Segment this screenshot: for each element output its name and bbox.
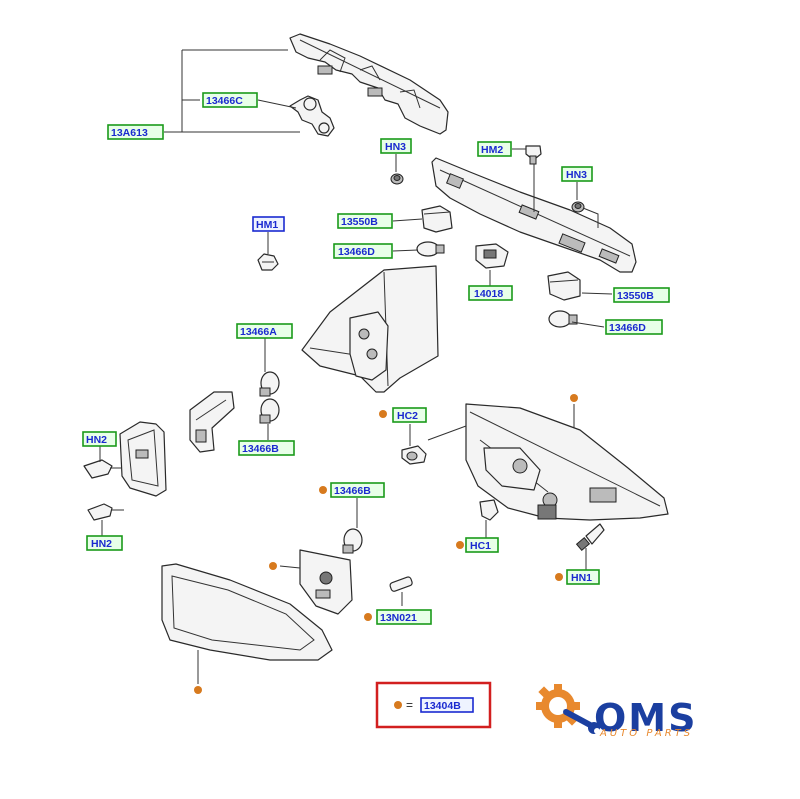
clip-hn2-a-part [83,459,122,479]
marker-dot [570,394,578,402]
label-13n021[interactable]: 13N021 [376,609,432,625]
right-tail-lamp-part [465,403,669,521]
label-13466d-b[interactable]: 13466D [605,319,663,335]
legend-box [375,681,492,729]
svg-text:13466A: 13466A [240,326,277,338]
label-13550b-b[interactable]: 13550B [613,287,670,303]
clip-hm2-part [525,145,542,165]
legend-part-label[interactable]: 13404B [420,697,474,713]
wrench-icon [563,709,600,734]
lower-gasket-part [161,563,333,661]
svg-text:13466D: 13466D [609,322,646,334]
bulb-13466d-b-part [548,310,578,328]
bolt-hn3-a-part [390,173,404,185]
marker-dot [555,573,563,581]
lamp-holder-13550b-b-part [547,271,581,301]
legend: = 13404B [375,681,492,729]
clip-hc2-part [401,445,427,465]
top-bracket-part [289,33,449,135]
marker-dot [269,562,277,570]
label-hn2-a[interactable]: HN2 [82,431,117,447]
svg-text:13550B: 13550B [341,216,378,228]
bulb-13466b-b-part [342,528,363,554]
svg-text:14018: 14018 [474,288,503,300]
brand-tagline: AUTO PARTS [599,728,693,739]
svg-text:13466D: 13466D [338,246,375,258]
clip-hc1-part [479,499,499,521]
label-14018[interactable]: 14018 [468,285,513,301]
label-hc2[interactable]: HC2 [392,407,427,423]
label-13466a[interactable]: 13466A [236,323,293,339]
left-lamp-gasket-part [119,421,167,497]
marker-dot [319,486,327,494]
svg-text:HN2: HN2 [91,538,112,550]
brand-name: OMS [594,696,698,740]
marker-dots [194,394,578,694]
label-13a613[interactable]: 13A613 [107,124,164,140]
label-hn2-b[interactable]: HN2 [86,535,123,551]
gear-icon [536,684,580,728]
label-hn1[interactable]: HN1 [566,569,600,585]
label-13466b-b[interactable]: 13466B [330,482,385,498]
svg-text:13466C: 13466C [206,95,243,107]
brand-logo: OMS AUTO PARTS [536,684,698,740]
clip-hm1-part [257,253,279,271]
label-13466b-a[interactable]: 13466B [238,440,295,456]
svg-text:13466B: 13466B [242,443,279,455]
connector-14018-part [475,243,509,269]
label-hn3-a[interactable]: HN3 [380,138,412,154]
marker-dot [456,541,464,549]
svg-text:HN3: HN3 [566,169,587,181]
legend-dot [394,701,402,709]
lamp-holder-13550b-a-part [421,205,453,233]
lamp-bar-part [431,157,637,273]
svg-text:13N021: 13N021 [380,612,417,624]
bolt-hn3-b-part [571,201,585,213]
svg-text:13550B: 13550B [617,290,654,302]
svg-text:13A613: 13A613 [111,127,148,139]
label-13550b-a[interactable]: 13550B [337,213,393,229]
marker-dot [379,410,387,418]
svg-text:HN3: HN3 [385,141,406,153]
clip-hn2-b-part [87,503,124,521]
svg-text:HN2: HN2 [86,434,107,446]
bulb-holder-part [189,391,235,453]
marker-dot [364,613,372,621]
svg-text:HM2: HM2 [481,144,503,156]
marker-dot [194,686,202,694]
clip-13466c-part [289,95,335,137]
svg-text:HN1: HN1 [571,572,592,584]
svg-text:13466B: 13466B [334,485,371,497]
socket-plate-part [299,549,353,615]
label-13466d-a[interactable]: 13466D [333,243,393,259]
label-hm2[interactable]: HM2 [477,141,512,157]
legend-equals: = [406,698,413,712]
svg-text:13404B: 13404B [424,700,461,712]
label-13466c[interactable]: 13466C [202,92,258,108]
label-hc1[interactable]: HC1 [465,537,499,553]
svg-text:HM1: HM1 [256,219,278,231]
bulb-13466d-a-part [416,241,445,257]
svg-text:HC1: HC1 [470,540,491,552]
bulb-13466b-a-part [259,398,280,424]
bulb-13n021-part [389,576,413,592]
left-lamp-housing-part [301,265,439,393]
bulb-13466a-part [259,371,280,397]
label-hn3-b[interactable]: HN3 [561,166,593,182]
label-hm1[interactable]: HM1 [252,216,285,232]
svg-text:HC2: HC2 [397,410,418,422]
screw-hn1-part [575,523,605,551]
